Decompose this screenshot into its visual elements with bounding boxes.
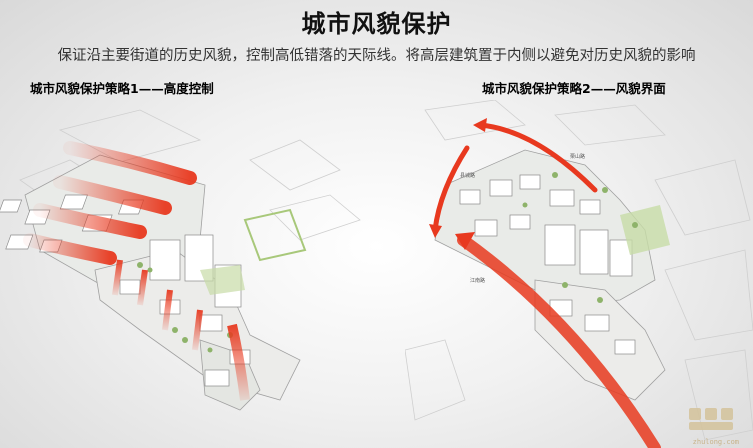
site-model <box>24 154 301 411</box>
height-control-map <box>0 109 361 411</box>
facade-interface-map: 栗山路 县城路 江南路 <box>405 100 753 448</box>
road-label-2: 县城路 <box>460 172 475 179</box>
strategy-2-heading: 城市风貌保护策略2——风貌界面 <box>482 81 666 96</box>
strategy-1-heading: 城市风貌保护策略1——高度控制 <box>30 81 214 96</box>
road-label-1: 栗山路 <box>570 153 585 160</box>
road-label-3: 江南路 <box>470 277 485 284</box>
park-outline <box>243 208 307 262</box>
green-space <box>200 265 245 295</box>
buildings <box>459 174 636 355</box>
height-arrows <box>23 141 197 265</box>
facade-arrows <box>429 118 661 448</box>
watermark-text: zhulong.com <box>692 438 739 446</box>
page-title: 城市风貌保护 <box>301 10 452 38</box>
green-space <box>620 205 670 255</box>
trees <box>522 172 638 303</box>
page-subtitle: 保证沿主要街道的历史风貌，控制高低错落的天际线。将高层建筑置于内侧以避免对历史风… <box>57 48 696 64</box>
watermark-logo <box>689 408 733 430</box>
vertical-arrows <box>112 259 250 401</box>
